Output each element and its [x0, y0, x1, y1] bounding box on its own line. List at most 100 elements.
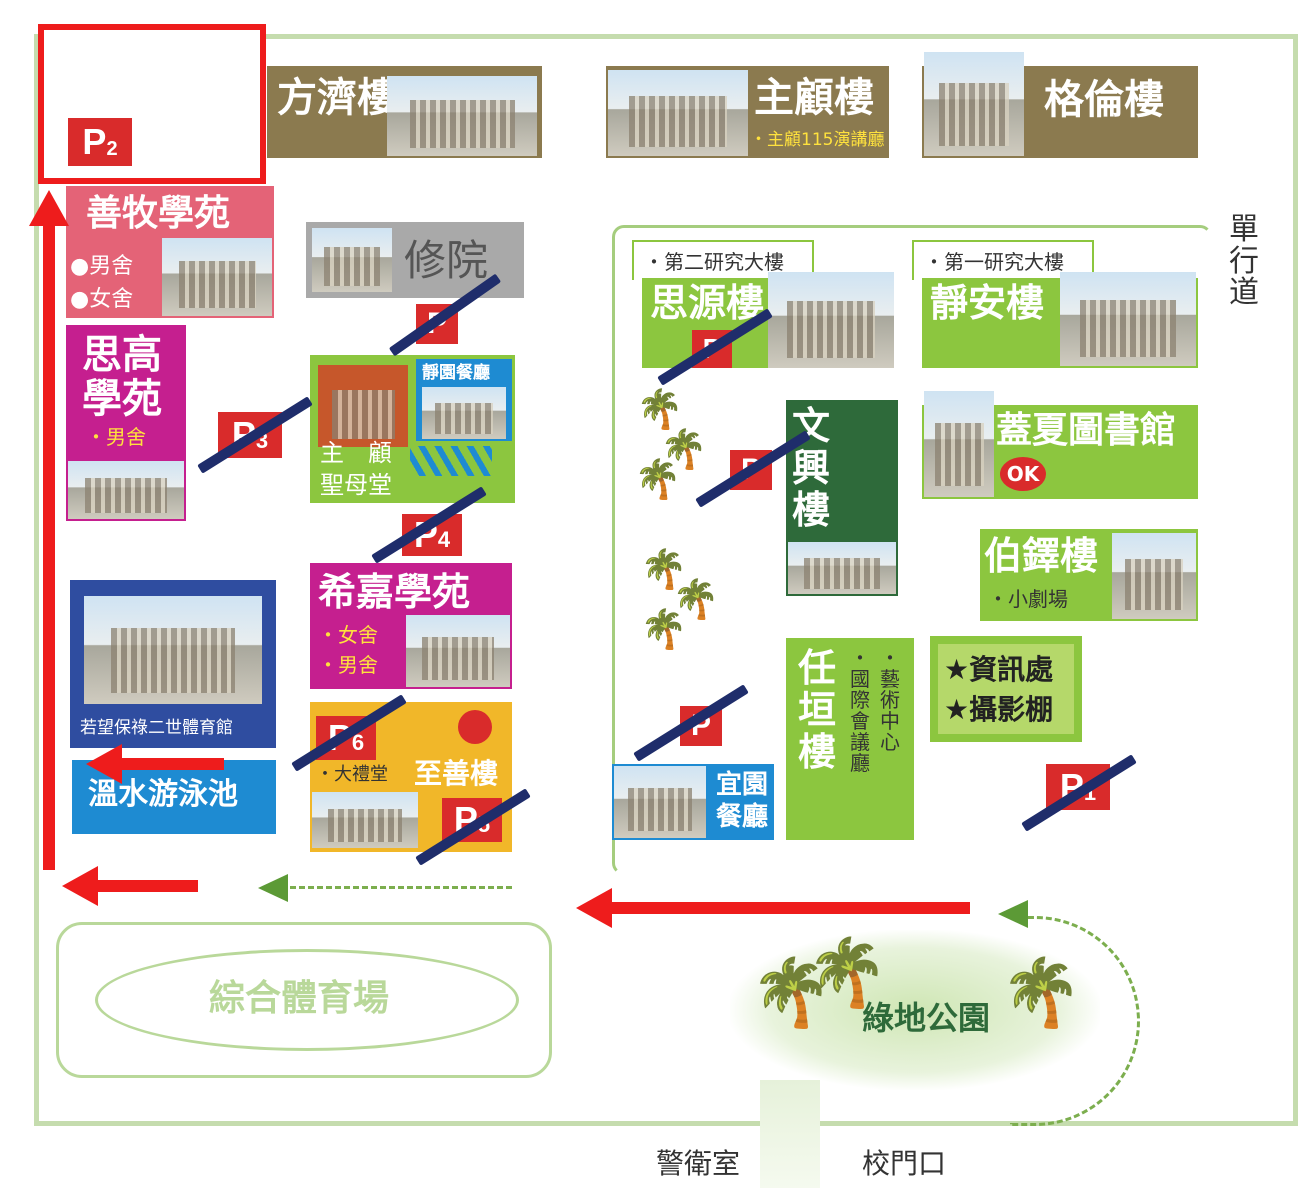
sigao-photo	[68, 461, 184, 519]
chapel-building[interactable]: 靜園餐廳 主 顧 聖母堂	[310, 355, 515, 503]
photo-studio-label: ★攝影棚	[944, 693, 1054, 726]
yiyuan-label-2: 餐廳	[716, 802, 769, 832]
tree-icon: 🌴	[750, 954, 833, 1031]
siyuan-building[interactable]: 思源樓 P	[642, 272, 894, 368]
p2-highlight-box[interactable]	[38, 24, 266, 184]
chapel-photo	[318, 365, 408, 447]
tree-icon: 🌴	[640, 547, 688, 591]
oneway-road-label: 單行道	[1229, 212, 1259, 310]
gelun-building[interactable]: 格倫樓	[922, 52, 1198, 158]
jingyuan-box[interactable]: 靜園餐廳	[416, 359, 512, 441]
tree-icon: 🌴	[640, 607, 688, 651]
sigao-label-2: 學苑	[82, 376, 162, 422]
renyuan-sub-art: ・藝術中心	[880, 646, 900, 754]
fangji-photo	[387, 76, 537, 156]
yiyuan-restaurant[interactable]: 宜園 餐廳	[612, 764, 774, 840]
shanmu-male-label: ●男舍	[70, 254, 134, 279]
tree-icon: 🌴	[672, 577, 720, 621]
campus-boundary	[34, 34, 1298, 1126]
gaixia-library[interactable]: 蓋夏圖書館 OK	[922, 391, 1198, 499]
gelun-label: 格倫樓	[1044, 77, 1164, 123]
gym-building[interactable]: 若望保祿二世體育館	[70, 580, 276, 748]
research2-tab: ・第二研究大樓	[632, 240, 814, 280]
inner-block-outline	[612, 225, 1212, 875]
park-area[interactable]	[730, 930, 1100, 1090]
shanmu-photo	[162, 238, 272, 316]
zhugu-label: 主顧樓	[754, 75, 874, 121]
gaixia-photo	[924, 391, 994, 497]
yiyuan-label-1: 宜園	[716, 770, 769, 800]
wenxing-photo	[788, 542, 896, 594]
shanmu-label: 善牧學苑	[86, 193, 231, 234]
chapel-label-1: 主 顧	[320, 439, 392, 467]
xijia-male-label: ・男舍	[318, 653, 378, 677]
stadium-track	[95, 949, 519, 1051]
gelun-photo	[924, 52, 1024, 156]
info-inner-box	[938, 644, 1074, 734]
info-label: ★資訊處	[944, 653, 1054, 686]
boduo-sub-label: ・小劇場	[988, 587, 1068, 611]
dashed-arrow-head	[258, 874, 288, 902]
zhugu-sub-label: ・主顧115演講廳	[750, 130, 885, 150]
xijia-label: 希嘉學苑	[318, 570, 471, 614]
zhugu-building[interactable]: 主顧樓 ・主顧115演講廳	[606, 66, 889, 158]
auditorium-label: ・大禮堂	[316, 764, 388, 785]
renyuan-sub-conference: ・國際會議廳	[850, 646, 870, 775]
route-arrow-left	[576, 888, 970, 928]
ok-store-icon: OK	[1000, 457, 1046, 491]
route-arrow-up-head	[29, 190, 69, 226]
jingan-photo	[1060, 272, 1196, 366]
research1-label: ・第一研究大樓	[924, 250, 1064, 274]
jingyuan-label: 靜園餐廳	[422, 363, 490, 383]
renyuan-label: 任垣樓	[798, 646, 837, 774]
xijia-female-label: ・女舍	[318, 623, 378, 647]
tree-icon: 🌴	[660, 427, 708, 471]
zhishan-building[interactable]: P6 ・大禮堂 至善樓 P5	[310, 702, 512, 852]
sigao-sub-label: ・男舍	[86, 425, 146, 449]
jingan-label: 靜安樓	[930, 281, 1045, 325]
fangji-building[interactable]: 方濟樓	[267, 66, 542, 158]
sigao-label-1: 思高	[82, 332, 162, 378]
boduo-building[interactable]: 伯鐸樓 ・小劇場	[980, 529, 1198, 621]
guard-label: 警衛室	[656, 1147, 741, 1180]
xijia-building[interactable]: 希嘉學苑 ・女舍 ・男舍	[310, 563, 512, 689]
sigao-building[interactable]: 思高 學苑 ・男舍	[66, 325, 186, 521]
stadium-label: 綜合體育場	[209, 978, 390, 1019]
yiyuan-photo	[614, 766, 706, 838]
pool-building[interactable]: 溫水游泳池	[72, 760, 276, 834]
info-building[interactable]: ★資訊處 ★攝影棚	[930, 636, 1082, 742]
dashed-arrow-head	[998, 900, 1028, 928]
park-label: 綠地公園	[862, 999, 991, 1037]
route-arrow-left	[86, 744, 224, 784]
zhishan-logo-icon	[458, 710, 492, 744]
route-arrow-up	[43, 220, 55, 870]
entrance-road	[760, 1080, 820, 1188]
xiuyuan-photo	[312, 228, 392, 292]
boduo-label: 伯鐸樓	[984, 534, 1099, 578]
tree-icon: 🌴	[636, 387, 684, 431]
zhishan-photo	[312, 792, 418, 848]
boduo-photo	[1112, 533, 1196, 619]
jingan-building[interactable]: 靜安樓	[922, 272, 1198, 368]
xiuyuan-label: 修院	[404, 236, 489, 285]
jingyuan-photo	[422, 387, 506, 439]
bollards	[410, 446, 492, 476]
dashed-route-left	[290, 886, 512, 889]
zhishan-label: 至善樓	[414, 757, 499, 790]
stadium-outline[interactable]: 綜合體育場	[56, 922, 552, 1078]
wenxing-label: 文興樓	[792, 404, 831, 532]
gate-label: 校門口	[862, 1147, 947, 1180]
gym-label: 若望保祿二世體育館	[80, 718, 233, 738]
wenxing-building[interactable]: 文興樓	[786, 400, 898, 596]
siyuan-label: 思源樓	[650, 281, 765, 325]
renyuan-building[interactable]: 任垣樓 ・藝術中心 ・國際會議廳	[786, 638, 914, 840]
tree-icon: 🌴	[1000, 954, 1083, 1031]
route-arrow-left	[62, 866, 198, 906]
gaixia-label: 蓋夏圖書館	[996, 410, 1177, 451]
gym-photo	[84, 596, 262, 704]
siyuan-photo	[768, 272, 894, 368]
tree-icon: 🌴	[634, 457, 682, 501]
research2-label: ・第二研究大樓	[644, 250, 784, 274]
shanmu-building[interactable]: 善牧學苑 ●男舍 ●女舍	[66, 186, 274, 318]
